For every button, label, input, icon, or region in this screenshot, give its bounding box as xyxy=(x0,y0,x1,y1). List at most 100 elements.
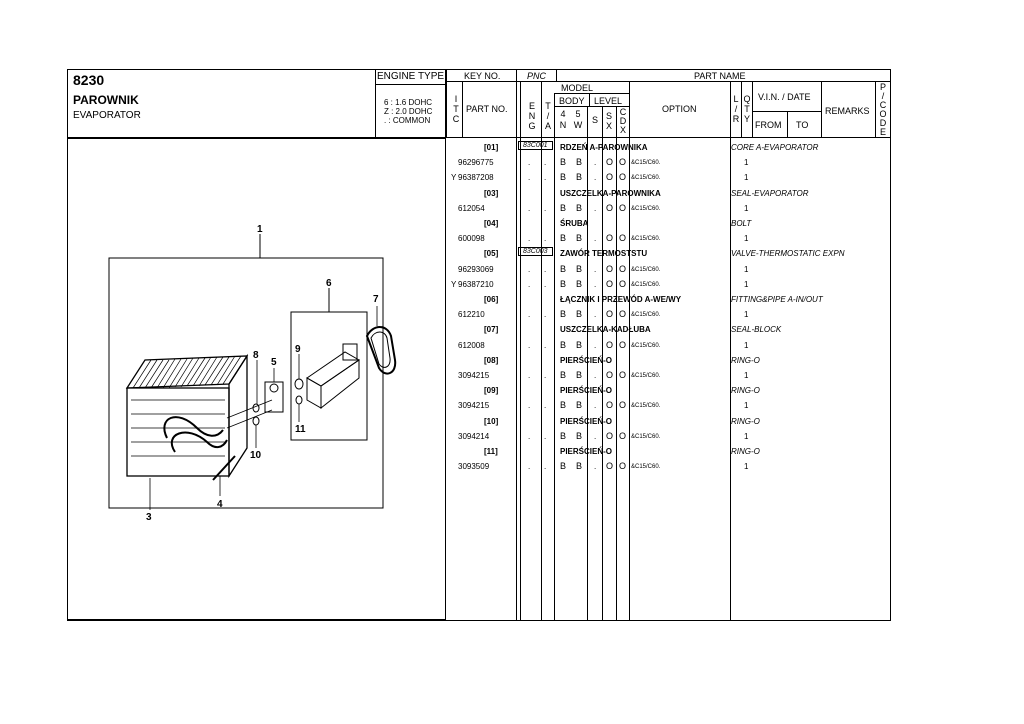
part-number: 3094215 xyxy=(458,371,490,380)
body-5w-value: B xyxy=(576,278,583,289)
level-cdx-value: O xyxy=(619,430,627,441)
key-number: [09] xyxy=(484,386,499,396)
body-5w-value: B xyxy=(576,461,583,472)
part-name-pl: PIERŚCIEŃ-O xyxy=(560,416,613,426)
col-lr-slash: / xyxy=(734,104,738,114)
col-remarks: REMARKS xyxy=(825,106,870,116)
part-name-pl: PIERŚCIEŃ-O xyxy=(560,386,613,396)
level-sx-value: O xyxy=(606,157,614,168)
body-4n-value: B xyxy=(560,202,567,213)
eng-value: . xyxy=(528,234,531,244)
level-s-value: . xyxy=(594,173,597,183)
option-code: &C15/C60. xyxy=(631,175,661,182)
col-pcode-e: E xyxy=(879,127,886,137)
col-ta-slash: / xyxy=(546,111,550,121)
page-title-pl: PAROWNIK xyxy=(73,93,139,107)
col-itc-t: T xyxy=(453,104,459,114)
col-part-no: PART NO. xyxy=(466,104,508,114)
pnc-code: 83C003 xyxy=(518,247,553,257)
callout-5: 5 xyxy=(271,357,277,368)
col-level-c: C xyxy=(619,107,627,117)
level-sx-value: O xyxy=(606,370,614,380)
part-number: 612054 xyxy=(458,203,485,213)
eng-value: . xyxy=(528,401,531,411)
col-pcode-c: C xyxy=(879,100,887,110)
part-name-en: SEAL-BLOCK xyxy=(731,325,782,335)
col-pnc: PNC xyxy=(527,71,547,81)
body-5w-value: B xyxy=(576,202,583,213)
level-cdx-value: O xyxy=(619,370,627,380)
evaporator-diagram: 1 3 4 5 6 7 8 9 10 11 xyxy=(108,224,397,523)
body-5w-value: B xyxy=(576,233,583,244)
callout-7: 7 xyxy=(373,294,379,305)
part-name-en: VALVE-THERMOSTATIC EXPN xyxy=(731,249,845,259)
body-4n-value: B xyxy=(560,233,567,244)
part-number: 96387208 xyxy=(458,173,494,183)
body-5w-value: B xyxy=(576,430,583,441)
engine-note-1: 6 : 1.6 DOHC xyxy=(384,98,433,107)
level-sx-value: O xyxy=(606,339,614,350)
key-number: [03] xyxy=(484,188,499,198)
col-level: LEVEL xyxy=(594,96,623,106)
part-name-pl: RDZEŃ A-PAROWNIKA xyxy=(560,143,648,152)
col-option: OPTION xyxy=(662,104,697,114)
eng-value: . xyxy=(528,371,531,380)
eng-value: . xyxy=(528,158,531,168)
level-sx-value: O xyxy=(606,461,614,472)
level-cdx-value: O xyxy=(619,202,627,213)
level-cdx-value: O xyxy=(619,278,627,289)
part-name-en: SEAL-EVAPORATOR xyxy=(731,188,809,198)
col-key-no: KEY NO. xyxy=(464,71,501,81)
part-number: 96293069 xyxy=(458,264,494,274)
body-4n-value: B xyxy=(560,400,567,411)
body-4n-value: B xyxy=(560,309,567,320)
part-number: 3094214 xyxy=(458,431,490,441)
ta-value: . xyxy=(544,462,547,472)
col-body-4: 4 xyxy=(560,109,566,119)
body-5w-value: B xyxy=(576,157,583,168)
col-qty-y: Y xyxy=(743,114,750,124)
col-eng-n: N xyxy=(528,111,536,121)
level-s-value: . xyxy=(594,340,597,350)
body-4n-value: B xyxy=(560,263,567,274)
level-s-value: . xyxy=(594,234,597,244)
option-code: &C15/C60. xyxy=(631,464,661,471)
ta-value: . xyxy=(544,279,547,289)
option-code: &C15/C60. xyxy=(631,160,661,167)
option-code: &C15/C60. xyxy=(631,266,661,273)
level-sx-value: O xyxy=(606,202,614,213)
part-name-en: BOLT xyxy=(731,219,752,228)
col-lr-l: L xyxy=(733,94,739,104)
engine-note-2: Z : 2.0 DOHC xyxy=(384,107,433,116)
option-code: &C15/C60. xyxy=(631,205,661,212)
key-number: [11] xyxy=(484,447,498,456)
ta-value: . xyxy=(544,340,547,350)
eng-value: . xyxy=(528,203,531,213)
body-4n-value: B xyxy=(560,157,567,168)
title-block xyxy=(67,69,446,138)
quantity: 1 xyxy=(744,310,749,320)
level-s-value: . xyxy=(594,264,597,274)
part-name-pl: PIERŚCIEŃ-O xyxy=(560,355,613,365)
ta-value: . xyxy=(544,401,547,411)
engine-type-label: ENGINE TYPE xyxy=(377,71,445,82)
quantity: 1 xyxy=(744,173,749,183)
eng-value: . xyxy=(528,173,531,183)
key-number: [05] xyxy=(484,249,499,259)
body-4n-value: B xyxy=(560,461,567,472)
pnc-code: 83C001 xyxy=(518,141,553,150)
level-cdx-value: O xyxy=(619,172,627,183)
part-number: 600098 xyxy=(458,234,485,244)
col-level-s: S xyxy=(591,115,598,125)
